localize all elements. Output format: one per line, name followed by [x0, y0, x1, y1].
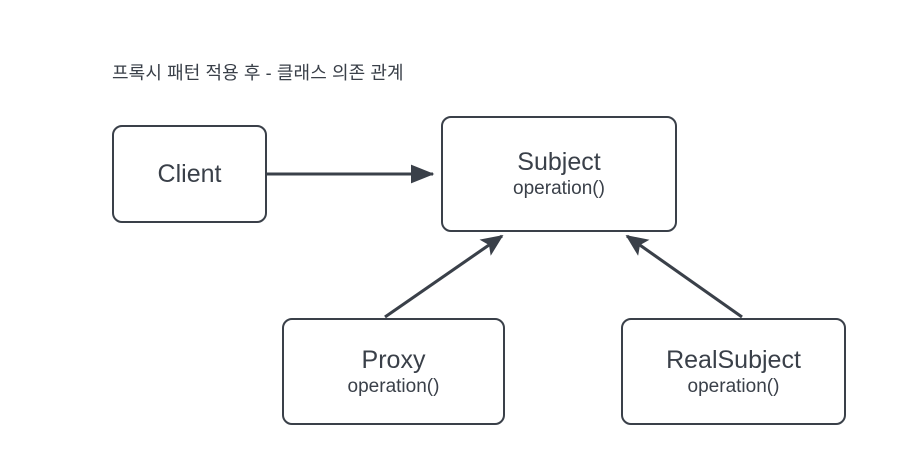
- class-node-client[interactable]: Client: [112, 125, 267, 223]
- class-node-subject-operation: operation(): [513, 178, 605, 199]
- edge-proxy-to-subject: [384, 234, 504, 319]
- class-node-realsubject-operation: operation(): [687, 375, 780, 397]
- class-node-proxy-operation: operation(): [347, 375, 440, 397]
- class-node-proxy-name: Proxy: [361, 345, 426, 374]
- class-node-realsubject[interactable]: RealSubject operation(): [621, 318, 846, 425]
- class-node-client-name: Client: [157, 160, 222, 188]
- page-title: 프록시 패턴 적용 후 - 클래스 의존 관계: [112, 63, 404, 83]
- class-node-subject[interactable]: Subject operation(): [441, 116, 677, 232]
- class-node-realsubject-name: RealSubject: [666, 345, 801, 374]
- edge-realsubject-to-subject: [625, 234, 743, 319]
- class-node-proxy[interactable]: Proxy operation(): [282, 318, 505, 425]
- class-node-subject-name: Subject: [517, 148, 601, 176]
